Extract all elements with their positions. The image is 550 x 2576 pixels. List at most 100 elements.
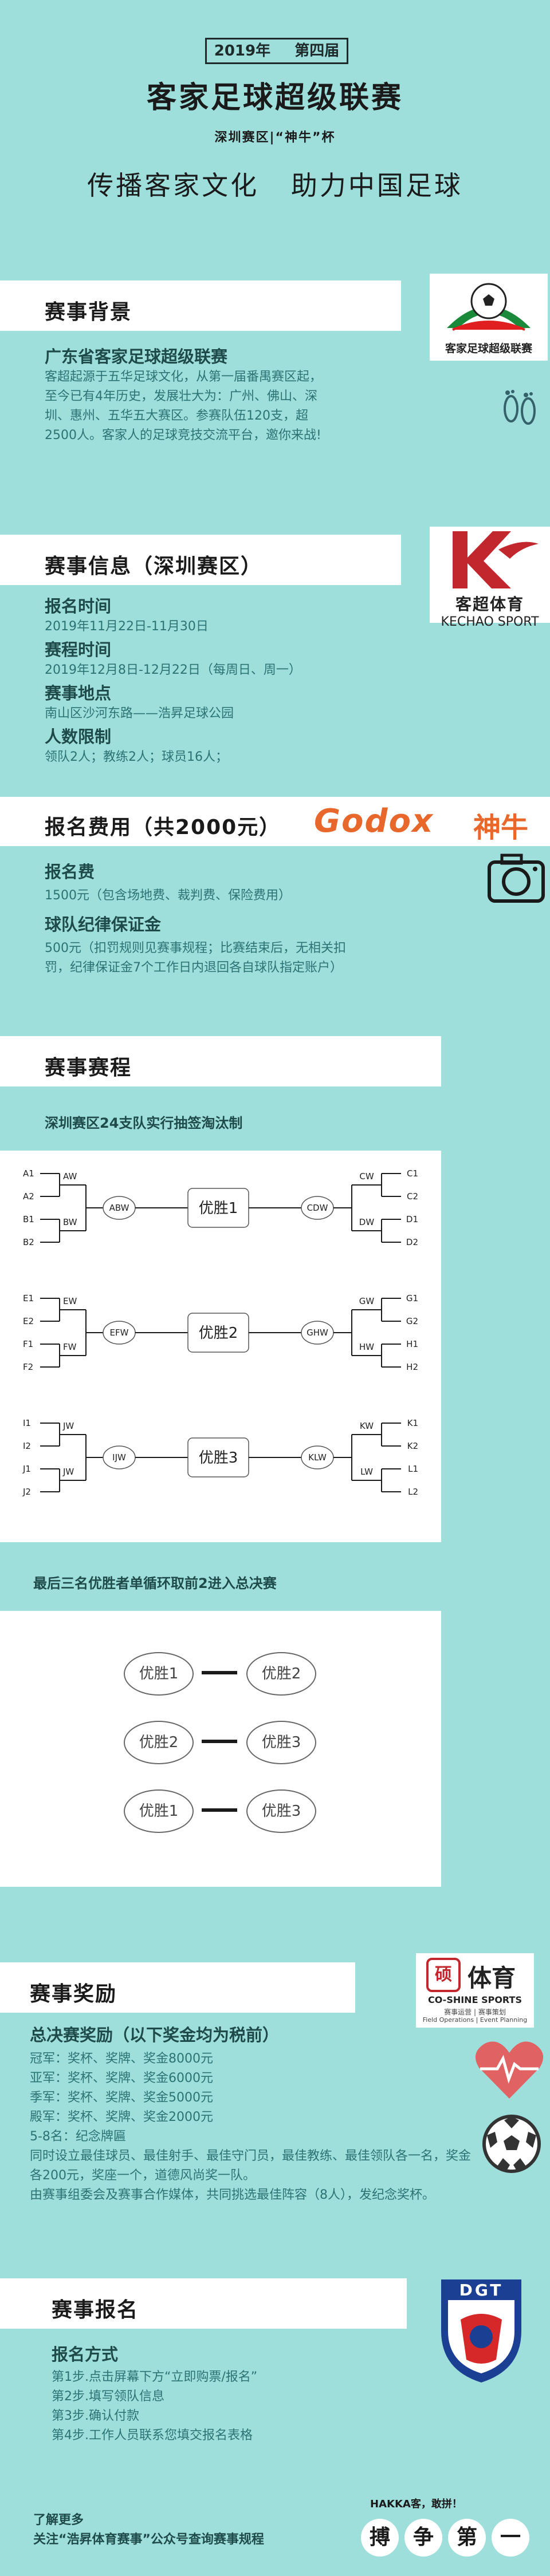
bracket-team-label: E2 — [23, 1316, 34, 1326]
kechao-k-icon — [453, 531, 539, 588]
slogan: 传播客家文化 助力中国足球 — [87, 170, 463, 201]
shenniu-logo: 神牛 — [473, 812, 529, 844]
heartbeat-heart-icon — [475, 2041, 544, 2099]
bracket-winner-label: 优胜3 — [199, 1449, 238, 1467]
bracket-team-label: K1 — [407, 1418, 418, 1428]
bracket-team-label: F1 — [23, 1339, 33, 1349]
bracket-pair-label: KW — [360, 1421, 374, 1431]
section-title: 赛事报名 — [52, 2298, 139, 2322]
coshine-sub: 赛事运营 | 赛事策划 — [444, 2008, 506, 2016]
bracket-team-label: B2 — [23, 1237, 34, 1247]
section-title: 赛事信息（深圳赛区） — [45, 555, 263, 578]
kechao-logo: 客超体育 KECHAO SPORT — [430, 527, 550, 629]
footer-char: 争 — [404, 2519, 442, 2557]
bracket-winner-label: 优胜1 — [199, 1200, 238, 1217]
section-header-background: 赛事背景 — [0, 280, 401, 331]
info-label: 赛事地点 — [45, 683, 112, 703]
fee-value: 1500元（包含场地费、裁判费、保险费用） — [45, 888, 291, 903]
signup-method-title: 报名方式 — [52, 2345, 119, 2364]
bracket-team-label: G1 — [406, 1293, 418, 1303]
section-title: 赛事背景 — [45, 301, 132, 324]
award-line: 冠军：奖杯、奖牌、奖金8000元 — [30, 2052, 213, 2066]
bracket-team-label: B1 — [23, 1214, 34, 1224]
bracket-pair-label: AW — [63, 1171, 77, 1182]
camera-icon — [488, 854, 545, 903]
section-header-awards: 赛事奖励 — [0, 1962, 355, 2013]
versus-dash — [202, 1808, 237, 1812]
coshine-top: 体育 — [467, 1964, 516, 1992]
footer-more-label: 了解更多 — [33, 2513, 84, 2527]
dgt-logo-text: DGT — [459, 2281, 504, 2300]
godox-logo: Godox — [314, 803, 434, 840]
bracket-team-label: C2 — [407, 1191, 418, 1202]
bracket-team-label: L2 — [408, 1487, 418, 1497]
award-line: 亚军：奖杯、奖牌、奖金6000元 — [30, 2071, 213, 2085]
info-value: 2019年11月22日-11月30日 — [45, 619, 209, 634]
fee-value: 500元（扣罚规则见赛事规程；比赛结束后，无相关扣罚，纪律保证金7个工作日内退回… — [45, 941, 346, 975]
coshine-mid: CO-SHINE SPORTS — [428, 1994, 522, 2005]
bracket-pair-label: JW — [62, 1421, 74, 1431]
final-team: 优胜2 — [246, 1652, 316, 1696]
year-label: 2019年 — [214, 42, 271, 60]
bracket-pair-label: LW — [360, 1467, 373, 1477]
bracket-semi-label: GHW — [307, 1327, 328, 1338]
football-logo-icon — [447, 283, 531, 331]
bracket-team-label: L1 — [408, 1464, 418, 1474]
bracket-pair-label: GW — [359, 1296, 375, 1306]
background-paragraph: 客超起源于五华足球文化，从第一届番禺赛区起，至今已有4年历史，发展壮大为：广州、… — [45, 370, 323, 442]
final-team: 优胜1 — [124, 1789, 194, 1833]
award-line: 殿军：奖杯、奖牌、奖金2000元 — [30, 2110, 213, 2124]
page-title: 客家足球超级联赛 — [146, 81, 403, 115]
info-value: 领队2人；教练2人；球员16人； — [45, 750, 228, 764]
award-line: 5-8名：纪念牌匾 — [30, 2129, 126, 2144]
award-line: 同时设立最佳球员、最佳射手、最佳守门员，最佳教练、最佳领队各一名，奖金各200元… — [30, 2149, 472, 2183]
info-value: 南山区沙河东路——浩昇足球公园 — [45, 706, 234, 721]
info-label: 人数限制 — [45, 727, 112, 746]
bracket-team-label: H2 — [406, 1362, 418, 1372]
versus-dash — [202, 1740, 237, 1743]
signup-step: 第2步.填写领队信息 — [52, 2389, 164, 2404]
info-value: 2019年12月8日-12月22日（每周日、周一） — [45, 663, 301, 677]
signup-step: 第3步.确认付款 — [52, 2409, 139, 2423]
award-line: 由赛事组委会及赛事合作媒体，共同挑选最佳阵容（8人），发纪念奖杯。 — [30, 2188, 435, 2202]
final-team: 优胜3 — [246, 1721, 316, 1764]
edition-label: 第四届 — [294, 42, 340, 60]
bracket-team-label: E1 — [23, 1293, 34, 1303]
kechao-logo-bottom: KECHAO SPORT — [441, 615, 539, 629]
section-title: 赛事奖励 — [30, 1982, 117, 2006]
hakka-slogan: HAKKA客，敢拼！ — [370, 2498, 462, 2510]
page-subtitle: 深圳赛区|“神牛”杯 — [214, 131, 336, 145]
bracket-team-label: J1 — [22, 1464, 31, 1474]
bracket-team-label: A2 — [23, 1191, 34, 1202]
footer-more-text: 关注“浩昇体育赛事”公众号查询赛事规程 — [33, 2532, 264, 2547]
bracket-winner-label: 优胜2 — [199, 1325, 238, 1342]
bracket-semi-label: KLW — [308, 1452, 327, 1463]
bracket-pair-label: HW — [359, 1342, 374, 1352]
final-round-title: 最后三名优胜者单循环取前2进入总决赛 — [33, 1575, 277, 1591]
bracket-team-label: I2 — [23, 1441, 31, 1451]
bracket-team-label: K2 — [407, 1441, 418, 1451]
background-org-title: 广东省客家足球超级联赛 — [45, 347, 228, 366]
bracket-pair-label: BW — [63, 1217, 77, 1227]
award-line: 季军：奖杯、奖牌、奖金5000元 — [30, 2091, 213, 2105]
bracket-title: 深圳赛区24支队实行抽签淘汰制 — [45, 1115, 243, 1131]
kechao-logo-top: 客超体育 — [455, 595, 524, 614]
fee-label: 报名费 — [45, 862, 95, 882]
section-header-info: 赛事信息（深圳赛区） — [0, 535, 401, 585]
signup-steps: 第1步.点击屏幕下方“立即购票/报名” 第2步.填写领队信息 第3步.确认付款 … — [52, 2368, 407, 2445]
bracket-semi-label: ABW — [109, 1203, 129, 1213]
bracket-team-label: I1 — [23, 1418, 31, 1428]
versus-dash — [202, 1671, 237, 1674]
bracket-team-label: F2 — [23, 1362, 33, 1372]
footprint-icon — [504, 390, 536, 425]
section-header-signup: 赛事报名 — [0, 2278, 407, 2329]
bracket-team-label: G2 — [406, 1316, 418, 1326]
bracket-team-label: D1 — [406, 1214, 418, 1224]
footer-char: 搏 — [361, 2519, 399, 2557]
bracket-pair-label: EW — [63, 1296, 77, 1306]
info-label: 报名时间 — [45, 596, 112, 616]
section-header-fee: 报名费用（共2000元） Godox 神牛 — [0, 797, 550, 846]
coshine-logo: 硕 体育 CO-SHINE SPORTS 赛事运营 | 赛事策划 Field O… — [416, 1953, 534, 2028]
